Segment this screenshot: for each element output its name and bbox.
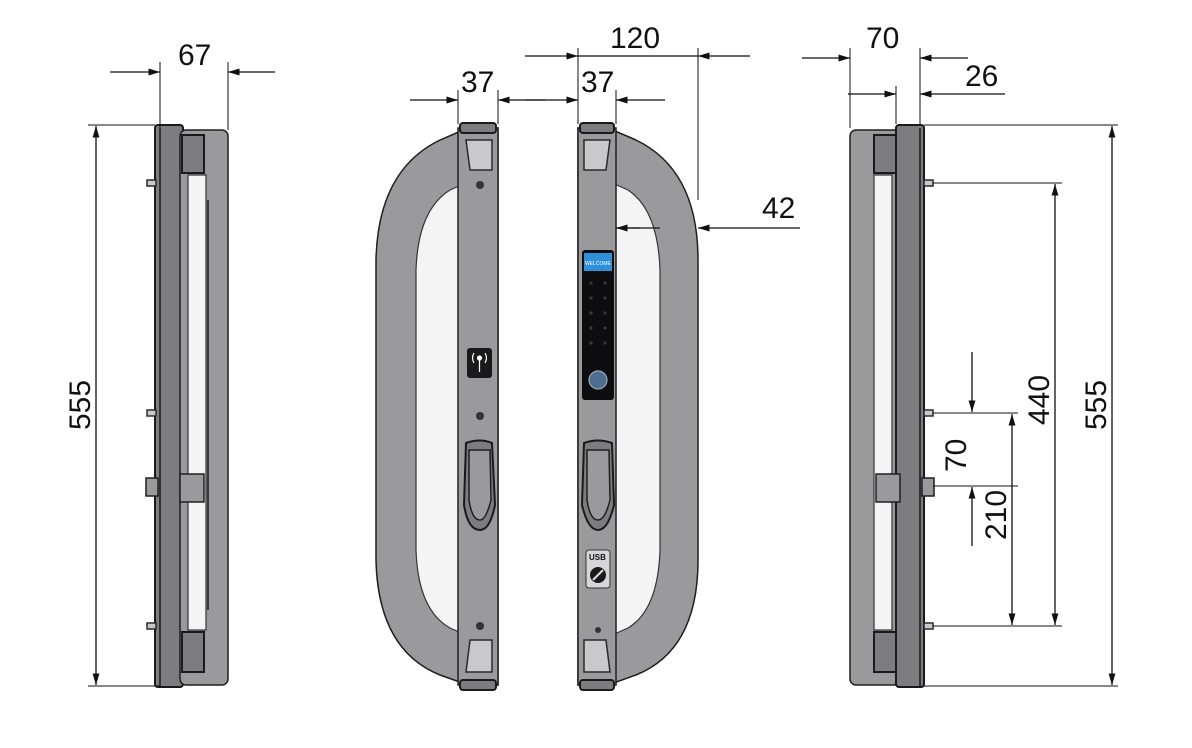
left-pin-mid xyxy=(146,409,157,417)
right-rail-back xyxy=(895,124,925,688)
screw-a-top xyxy=(476,181,484,189)
right-bottom-block xyxy=(873,631,897,673)
left-top-block xyxy=(181,134,205,174)
dim-label-37-b: 37 xyxy=(581,66,614,99)
key-slot xyxy=(592,569,604,581)
front-view-b: WELCOME USB xyxy=(577,122,699,691)
usb-label: USB xyxy=(589,553,606,562)
right-top-block xyxy=(873,134,897,174)
keypad-screen xyxy=(584,253,612,271)
dim-label-70-segment: 70 xyxy=(940,439,973,472)
dim-front-b: 37 xyxy=(525,48,665,124)
dim-front-a: 37 xyxy=(410,66,545,124)
dim-right-440: 440 xyxy=(933,182,1062,627)
dim-left-height: 555 xyxy=(64,124,160,687)
keypad-panel xyxy=(582,250,614,400)
handle-b-plate xyxy=(577,127,617,686)
dim-label-440: 440 xyxy=(1023,375,1056,425)
screw-a-bottom xyxy=(476,622,484,630)
dim-left-width: 67 xyxy=(110,39,275,130)
handle-b-inner xyxy=(609,181,661,637)
dim-grip-42: 42 xyxy=(616,192,800,232)
right-pin-top xyxy=(923,179,934,187)
left-rail-slot xyxy=(187,174,207,631)
handle-b-cap-bottom xyxy=(579,679,615,691)
handle-b-shoulder-bottom xyxy=(583,639,611,673)
handle-a-cap-top xyxy=(459,122,497,134)
left-rail-back xyxy=(154,124,184,688)
screw-b-top xyxy=(595,627,601,633)
screw-a-mid xyxy=(476,412,484,420)
right-side-view xyxy=(849,124,935,688)
handle-a-shoulder-top xyxy=(465,139,493,171)
dim-label-555-left: 555 xyxy=(64,380,97,430)
handle-a-plate xyxy=(457,127,499,686)
left-pin-top xyxy=(146,179,157,187)
dim-label-555-right: 555 xyxy=(1080,380,1113,430)
dim-label-67: 67 xyxy=(178,39,211,72)
dim-label-120: 120 xyxy=(610,22,660,55)
pull-grip-a-inner xyxy=(468,449,492,521)
right-spindle xyxy=(921,477,935,497)
dim-label-70-top: 70 xyxy=(866,22,899,55)
dim-right-70-segment: 70 xyxy=(933,352,1018,546)
dim-label-210: 210 xyxy=(980,490,1013,540)
dim-right-26: 26 xyxy=(848,60,1005,124)
dim-label-37-a: 37 xyxy=(461,66,494,99)
fingerprint-sensor xyxy=(588,370,608,390)
left-pin-bottom xyxy=(146,622,157,630)
keypad-keys xyxy=(589,281,607,345)
right-rail-slot xyxy=(873,174,893,631)
dim-right-210: 210 xyxy=(980,414,1016,625)
left-spindle-2 xyxy=(179,473,205,503)
left-bottom-block xyxy=(181,631,205,673)
pull-grip-b-inner xyxy=(586,449,611,521)
dim-overall-120: 120 xyxy=(525,22,750,200)
handle-a-cap-bottom xyxy=(459,679,497,691)
handle-b-shoulder-top xyxy=(583,139,611,171)
dim-right-70: 70 xyxy=(802,22,968,128)
rfid-icon xyxy=(471,352,488,372)
right-pin-bottom xyxy=(923,622,934,630)
dim-label-26: 26 xyxy=(965,60,998,93)
dim-label-42: 42 xyxy=(762,192,795,225)
dim-right-555: 555 xyxy=(924,124,1118,687)
handle-b-cap-top xyxy=(579,122,615,134)
right-pin-mid xyxy=(923,409,934,417)
front-view-a xyxy=(375,122,499,691)
keypad-screen-text: WELCOME xyxy=(585,261,612,267)
left-spindle xyxy=(145,477,159,497)
handle-a-inner xyxy=(415,181,469,637)
handle-a-shoulder-bottom xyxy=(465,639,493,673)
right-spindle-2 xyxy=(875,473,901,503)
left-side-view xyxy=(145,124,229,688)
